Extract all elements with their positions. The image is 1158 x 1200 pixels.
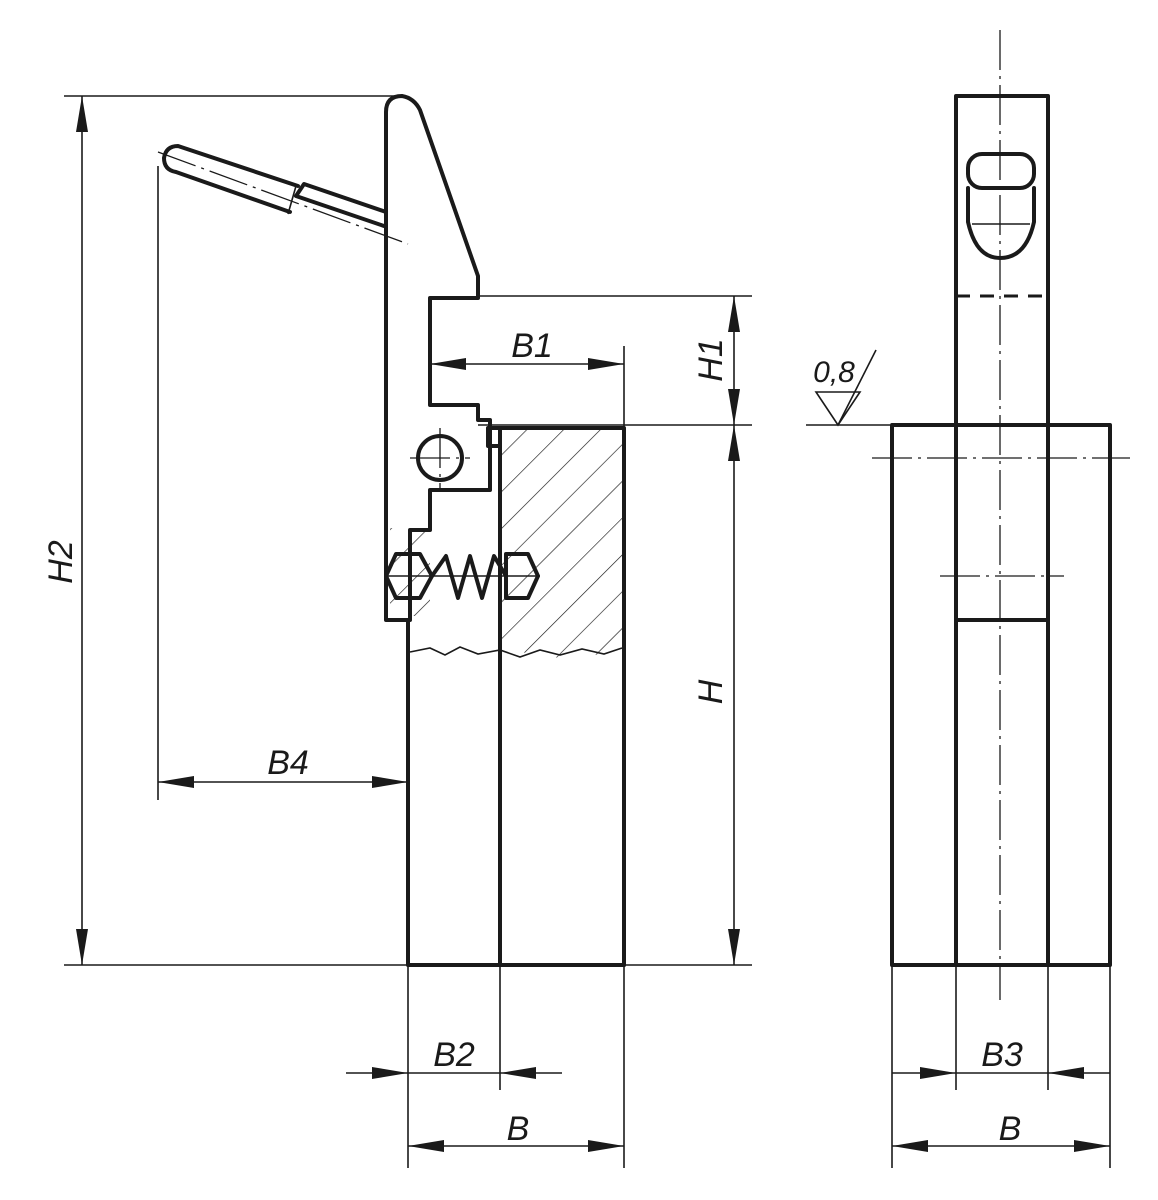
side-slot — [966, 152, 1036, 190]
side-body — [890, 423, 1112, 967]
compression-spring — [430, 554, 508, 600]
dimension-b2 — [346, 1067, 562, 1079]
label-b-front: B — [507, 1110, 530, 1148]
label-b4: B4 — [267, 744, 309, 782]
dimension-b4 — [158, 776, 408, 788]
dimension-h1 — [728, 296, 740, 425]
lever-handle — [157, 144, 409, 245]
label-h1: H1 — [692, 338, 730, 381]
clamping-lever — [384, 94, 502, 622]
dimension-h2 — [76, 96, 88, 965]
spring-plug-right — [504, 552, 540, 600]
front-view — [157, 94, 626, 967]
dimension-b1 — [430, 358, 624, 370]
spring-assembly — [384, 528, 540, 616]
label-b-side: B — [999, 1110, 1022, 1148]
surface-roughness-symbol — [806, 349, 890, 427]
label-h: H — [692, 679, 730, 704]
dimension-h — [728, 425, 740, 965]
label-b2: B2 — [433, 1036, 475, 1074]
body-lower — [406, 618, 626, 967]
side-view — [806, 30, 1130, 1000]
dimension-b-front — [408, 1140, 624, 1152]
label-b1: B1 — [511, 327, 553, 365]
guide-rail-section — [498, 426, 626, 967]
dimension-b3 — [892, 1067, 1110, 1079]
label-h2: H2 — [42, 540, 80, 584]
label-b3: B3 — [981, 1036, 1023, 1074]
extension-lines — [64, 95, 1111, 1168]
label-roughness: 0,8 — [813, 356, 855, 389]
dimension-b-side — [892, 1140, 1110, 1152]
